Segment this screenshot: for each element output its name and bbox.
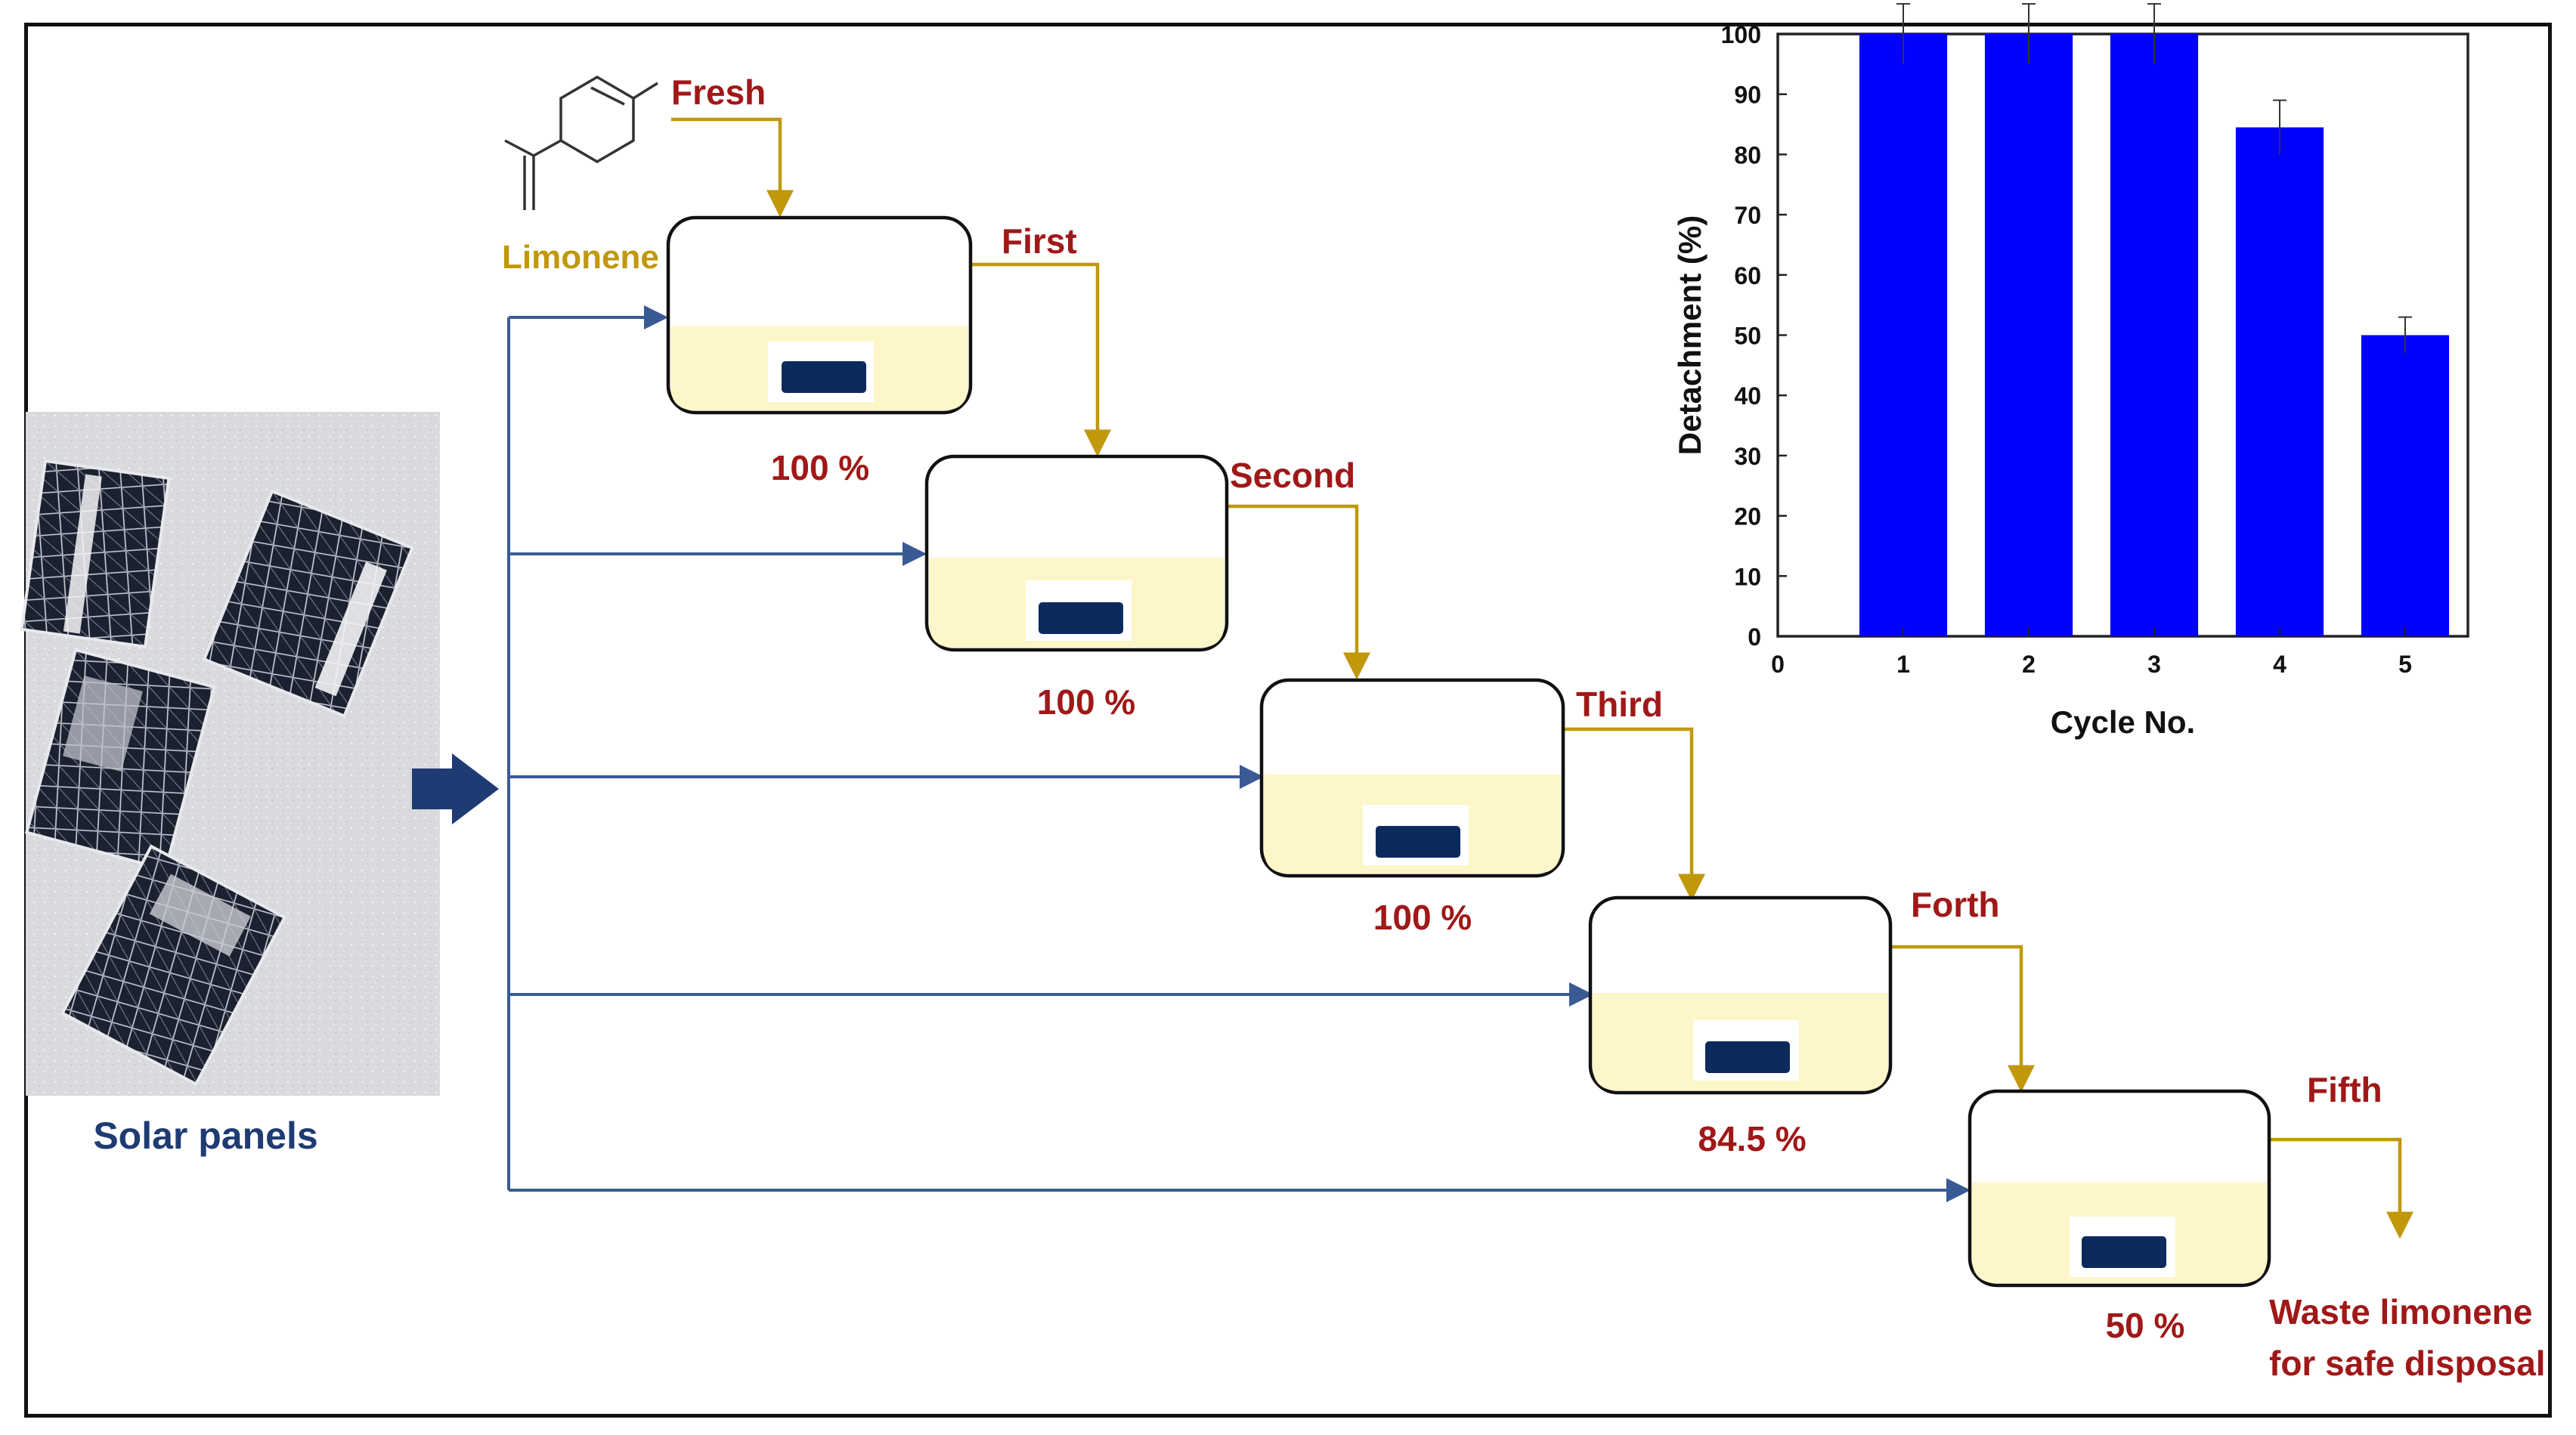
solar-panels-label: Solar panels: [93, 1115, 317, 1157]
bar: [2235, 127, 2324, 636]
percent-label-3: 100 %: [1373, 898, 1472, 937]
vessel-5: [1968, 1089, 2271, 1288]
panel-chip: [782, 361, 866, 393]
panel-piece-2: [202, 489, 415, 719]
feed-arrow-icon: [412, 753, 499, 824]
y-tick-label: 80: [1734, 141, 1761, 169]
cycle-label-second: Second: [1230, 456, 1355, 495]
flow-first: [971, 262, 1111, 457]
waste-label-line1: Waste limonene: [2269, 1292, 2532, 1331]
solvent-flow: [671, 117, 2413, 1239]
flow-fresh: [671, 117, 794, 218]
y-axis-label: Detachment (%): [1672, 215, 1708, 455]
y-tick-label: 100: [1721, 21, 1761, 48]
limonene-label: Limonene: [502, 239, 659, 276]
y-tick-label: 50: [1734, 323, 1761, 350]
x-tick-label: 3: [2147, 651, 2161, 678]
y-tick-label: 10: [1734, 563, 1761, 590]
distribution-lines: [507, 305, 1971, 1202]
x-tick-label: 5: [2398, 651, 2412, 678]
vessel-1: [666, 215, 973, 415]
x-tick-label: 0: [1771, 651, 1785, 678]
panel-piece-1: [20, 459, 171, 649]
panel-piece-4: [60, 844, 287, 1087]
x-axis-label: Cycle No.: [2051, 704, 2195, 740]
cycle-label-forth: Forth: [1911, 885, 2000, 924]
waste-label-line2: for safe disposal: [2269, 1344, 2546, 1383]
percent-label-1: 100 %: [771, 448, 869, 487]
vessel-3: [1259, 678, 1565, 878]
cycle-label-third: Third: [1576, 685, 1663, 724]
solar-panels-photo: [20, 412, 440, 1096]
vessel-4: [1588, 895, 1893, 1095]
flow-third: [1563, 727, 1705, 902]
y-tick-label: 20: [1734, 503, 1761, 530]
panel-chip: [1705, 1041, 1790, 1073]
percent-label-5: 50 %: [2106, 1306, 2185, 1345]
panel-piece-3: [24, 648, 216, 872]
y-tick-label: 40: [1734, 382, 1761, 410]
x-tick-label: 1: [1896, 651, 1910, 678]
percent-label-2: 100 %: [1037, 682, 1135, 722]
bar: [1859, 34, 1948, 636]
bar: [2110, 34, 2199, 636]
vessel-2: [924, 454, 1229, 652]
y-tick-label: 0: [1748, 623, 1761, 651]
panel-chip: [2082, 1236, 2166, 1268]
y-tick-label: 90: [1734, 82, 1761, 109]
x-tick-label: 2: [2022, 651, 2036, 678]
percent-label-4: 84.5 %: [1698, 1119, 1806, 1158]
panel-chip: [1039, 602, 1123, 634]
bar: [1984, 34, 2073, 636]
y-tick-label: 30: [1734, 443, 1761, 470]
cycle-label-first: First: [1002, 221, 1077, 261]
y-tick-label: 70: [1734, 202, 1761, 229]
flow-forth: [1890, 945, 2035, 1093]
cycle-label-fifth: Fifth: [2307, 1070, 2382, 1109]
flow-fifth: [2269, 1137, 2413, 1239]
cycle-label-fresh: Fresh: [671, 73, 766, 112]
y-tick-label: 60: [1734, 262, 1761, 289]
bar: [2361, 335, 2450, 636]
panel-chip: [1376, 826, 1460, 858]
flow-second: [1227, 504, 1370, 680]
limonene-molecule-icon: [504, 75, 658, 210]
x-tick-label: 4: [2273, 651, 2287, 678]
